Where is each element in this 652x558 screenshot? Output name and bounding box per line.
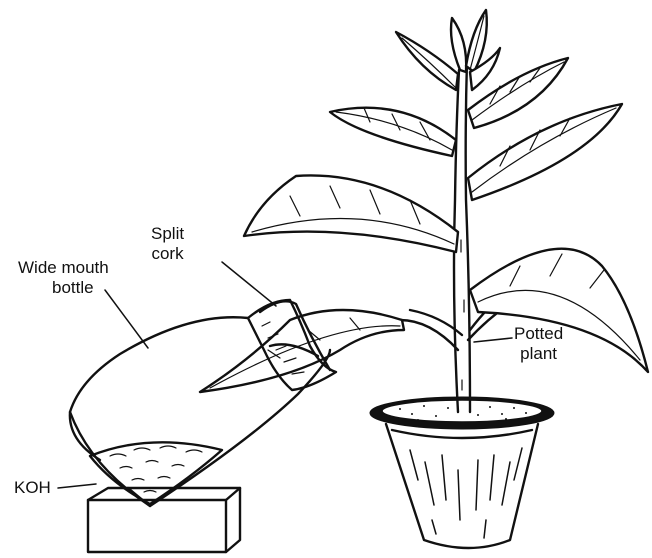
plant-leaves: [200, 10, 648, 392]
wide-mouth-bottle-label-line2: bottle: [18, 278, 109, 298]
split-cork-label-line1: Split: [151, 224, 184, 244]
potted-plant-label-line2: plant: [514, 344, 563, 364]
split-cork-label: Split cork: [151, 224, 184, 264]
wide-mouth-bottle-label: Wide mouth bottle: [18, 258, 109, 298]
koh-label: KOH: [14, 478, 51, 498]
split-cork-label-line2: cork: [151, 244, 184, 264]
potted-plant-label: Potted plant: [514, 324, 563, 364]
wide-mouth-bottle-label-line1: Wide mouth: [18, 258, 109, 278]
potted-plant-label-line1: Potted: [514, 324, 563, 344]
plant-pot: [370, 397, 554, 548]
